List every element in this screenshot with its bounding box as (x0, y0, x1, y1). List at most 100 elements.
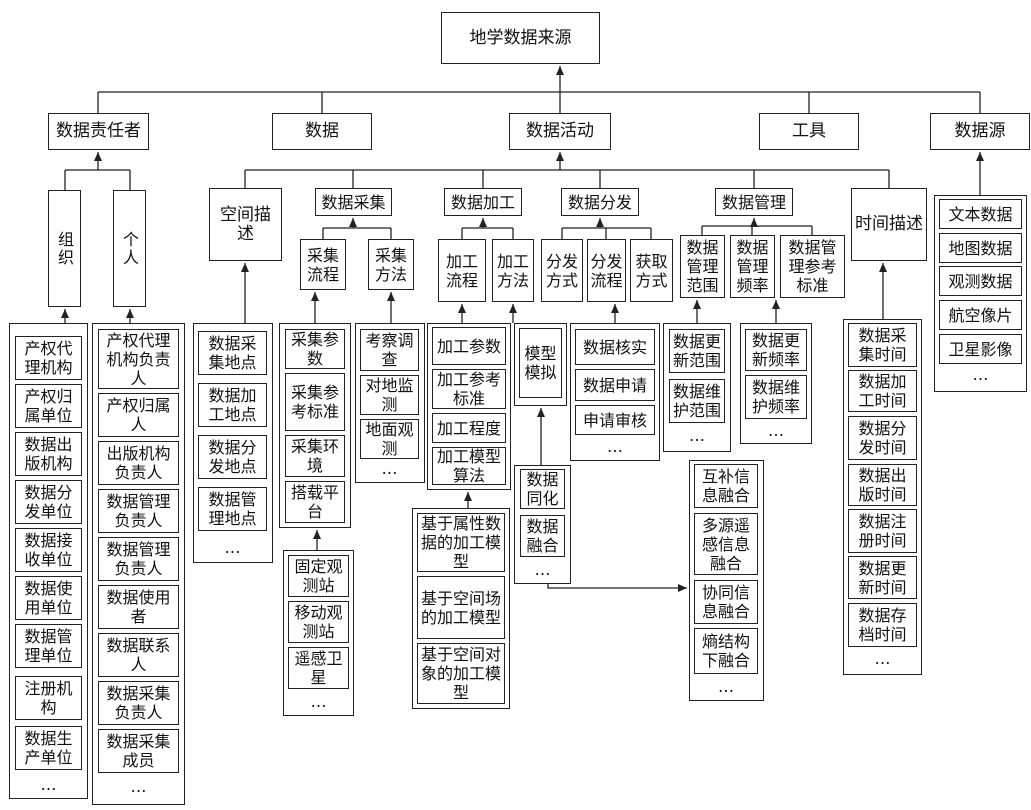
node-time-description: 时间描述 (851, 188, 927, 261)
org-item: 数据分发单位 (15, 480, 82, 524)
dist-item: 申请审核 (575, 405, 655, 435)
node-tools: 工具 (759, 113, 859, 150)
platform-item: 遥感卫星 (288, 647, 349, 689)
space-item: 数据分发地点 (198, 435, 267, 479)
person-item: 产权归属人 (98, 393, 179, 437)
platform-item: 固定观测站 (288, 555, 349, 597)
person-item: 产权代理机构负责人 (98, 329, 179, 389)
assim-item: 数据同化 (520, 469, 565, 509)
node-data-collection: 数据采集 (315, 188, 392, 216)
freq-item: 数据维护频率 (745, 375, 807, 419)
model-item: 基于空间场的加工模型 (417, 576, 505, 639)
ellipsis: … (381, 459, 398, 478)
node-space-description: 空间描述 (209, 188, 282, 261)
node-sources: 数据源 (930, 113, 1030, 150)
time-item: 数据存档时间 (848, 603, 917, 647)
node-data-distribution: 数据分发 (561, 188, 639, 216)
org-item: 数据接收单位 (15, 528, 82, 572)
ellipsis: … (40, 775, 57, 794)
time-item: 数据更新时间 (848, 556, 917, 599)
ellipsis: … (310, 692, 327, 711)
time-item: 数据加工时间 (848, 370, 917, 412)
method-item: 地面观测 (360, 419, 419, 459)
source-item: 观测数据 (939, 266, 1022, 296)
node-management-scope: 数据管理范围 (680, 235, 725, 298)
node-dist-flow: 分发流程 (587, 239, 626, 302)
node-organization: 组织 (48, 190, 81, 307)
root-node: 地学数据来源 (441, 12, 600, 64)
fusion-item: 协同信息融合 (694, 580, 758, 624)
node-responsible: 数据责任者 (48, 113, 149, 150)
person-item: 数据管理负责人 (98, 537, 179, 581)
org-item: 数据出版机构 (15, 432, 82, 476)
assim-item: 数据融合 (520, 515, 565, 557)
node-collection-flow: 采集流程 (300, 239, 346, 290)
source-item: 地图数据 (939, 233, 1022, 263)
ellipsis: … (874, 649, 891, 668)
node-activity: 数据活动 (509, 113, 611, 150)
time-item: 数据注册时间 (848, 509, 917, 553)
space-item: 数据管理地点 (198, 487, 267, 531)
ellipsis: … (607, 437, 623, 456)
org-item: 数据管理单位 (15, 624, 82, 668)
method-item: 对地监测 (360, 375, 419, 415)
time-item: 数据出版时间 (848, 464, 917, 506)
method-item: 考察调查 (360, 329, 419, 371)
dist-item: 数据申请 (575, 369, 655, 401)
freq-item: 数据更新频率 (745, 329, 807, 371)
org-item: 产权代理机构 (15, 336, 82, 380)
model-item: 基于属性数据的加工模型 (417, 513, 505, 572)
node-processing-method: 加工方法 (492, 239, 534, 302)
person-item: 数据联系人 (98, 633, 179, 677)
org-item: 数据生产单位 (15, 726, 82, 770)
person-item: 出版机构负责人 (98, 441, 179, 485)
dist-item: 数据核实 (575, 329, 655, 365)
source-item: 卫星影像 (939, 334, 1022, 364)
ellipsis: … (689, 426, 705, 445)
node-processing-flow: 加工流程 (438, 239, 486, 302)
ellipsis: … (768, 421, 784, 440)
node-management-frequency: 数据管理频率 (730, 235, 775, 298)
fusion-item: 熵结构下融合 (694, 628, 758, 674)
flow-item: 采集参考标准 (285, 373, 345, 431)
time-item: 数据分发时间 (848, 416, 917, 460)
pflow-item: 加工程度 (432, 413, 506, 443)
space-item: 数据采集地点 (198, 331, 267, 375)
org-item: 数据使用单位 (15, 576, 82, 620)
node-collection-method: 采集方法 (368, 239, 414, 290)
node-individual: 个人 (113, 190, 146, 307)
model-item: 基于空间对象的加工模型 (417, 643, 505, 704)
platform-item: 移动观测站 (288, 601, 349, 643)
ellipsis: … (224, 538, 241, 557)
node-management-standard: 数据管理参考标准 (780, 235, 845, 298)
connector (547, 584, 687, 592)
pflow-item: 加工参考标准 (432, 369, 506, 409)
space-item: 数据加工地点 (198, 383, 267, 427)
node-get-mode: 获取方式 (630, 239, 673, 302)
scope-item: 数据更新范围 (669, 329, 725, 373)
fusion-item: 多源遥感信息融合 (694, 513, 758, 575)
pflow-item: 加工模型算法 (432, 447, 506, 485)
fusion-item: 互补信息融合 (694, 464, 758, 508)
source-item: 文本数据 (939, 199, 1022, 229)
source-item: 航空像片 (939, 300, 1022, 330)
ellipsis: … (718, 677, 734, 696)
node-data-management: 数据管理 (715, 188, 793, 216)
person-item: 数据采集负责人 (98, 681, 179, 725)
person-item: 数据管理负责人 (98, 489, 179, 533)
node-dist-mode: 分发方式 (541, 239, 583, 302)
org-item: 产权归属单位 (15, 384, 82, 428)
person-item: 数据使用者 (98, 585, 179, 629)
node-model-simulation: 模型模拟 (519, 328, 562, 398)
ellipsis: … (534, 560, 551, 579)
node-data: 数据 (272, 113, 372, 150)
scope-item: 数据维护范围 (669, 379, 725, 423)
ellipsis: … (130, 777, 147, 796)
person-item: 数据采集成员 (98, 729, 179, 773)
node-data-processing: 数据加工 (444, 188, 522, 216)
flow-item: 采集环境 (285, 435, 345, 477)
ellipsis: … (972, 365, 989, 384)
flow-item: 采集参数 (285, 329, 345, 369)
